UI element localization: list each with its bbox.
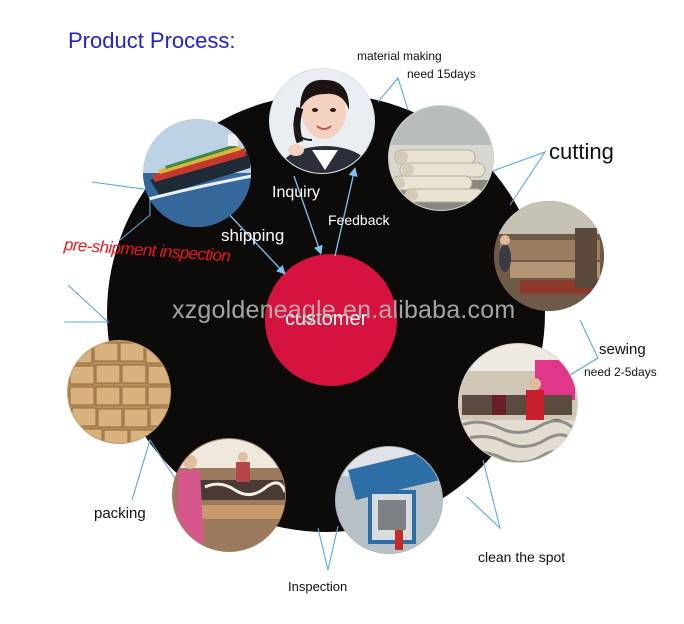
inspection-photo: [172, 438, 286, 552]
watermark-text: xzgoldeneagle.en.alibaba.com: [172, 296, 516, 324]
label-inquiry: Inquiry: [272, 184, 321, 201]
label-inspection: Inspection: [288, 579, 348, 594]
sales-rep-photo: [269, 68, 375, 174]
cutting-photo: [494, 201, 604, 311]
label-customer: customer: [285, 308, 368, 330]
label-clean-the-spot: clean the spot: [478, 549, 566, 565]
label-sewing: sewing: [599, 341, 646, 358]
label-packing: packing: [94, 505, 146, 522]
clean-spot-photo: [335, 446, 443, 554]
label-connectors: [64, 76, 599, 571]
material-rolls-photo: [388, 105, 494, 211]
customer-circle: [265, 254, 397, 386]
label-material-making: material making: [357, 49, 442, 63]
packing-photo: [67, 340, 171, 444]
label-feedback: Feedback: [328, 212, 390, 228]
label-need-2-5days: need 2-5days: [584, 365, 657, 379]
page-title: Product Process:: [68, 28, 236, 53]
label-cutting: cutting: [549, 139, 614, 164]
sewing-photo: [458, 343, 578, 463]
label-need-15days: need 15days: [407, 67, 476, 81]
label-shipping: shipping: [221, 226, 285, 245]
flow-arrows: [224, 167, 358, 275]
